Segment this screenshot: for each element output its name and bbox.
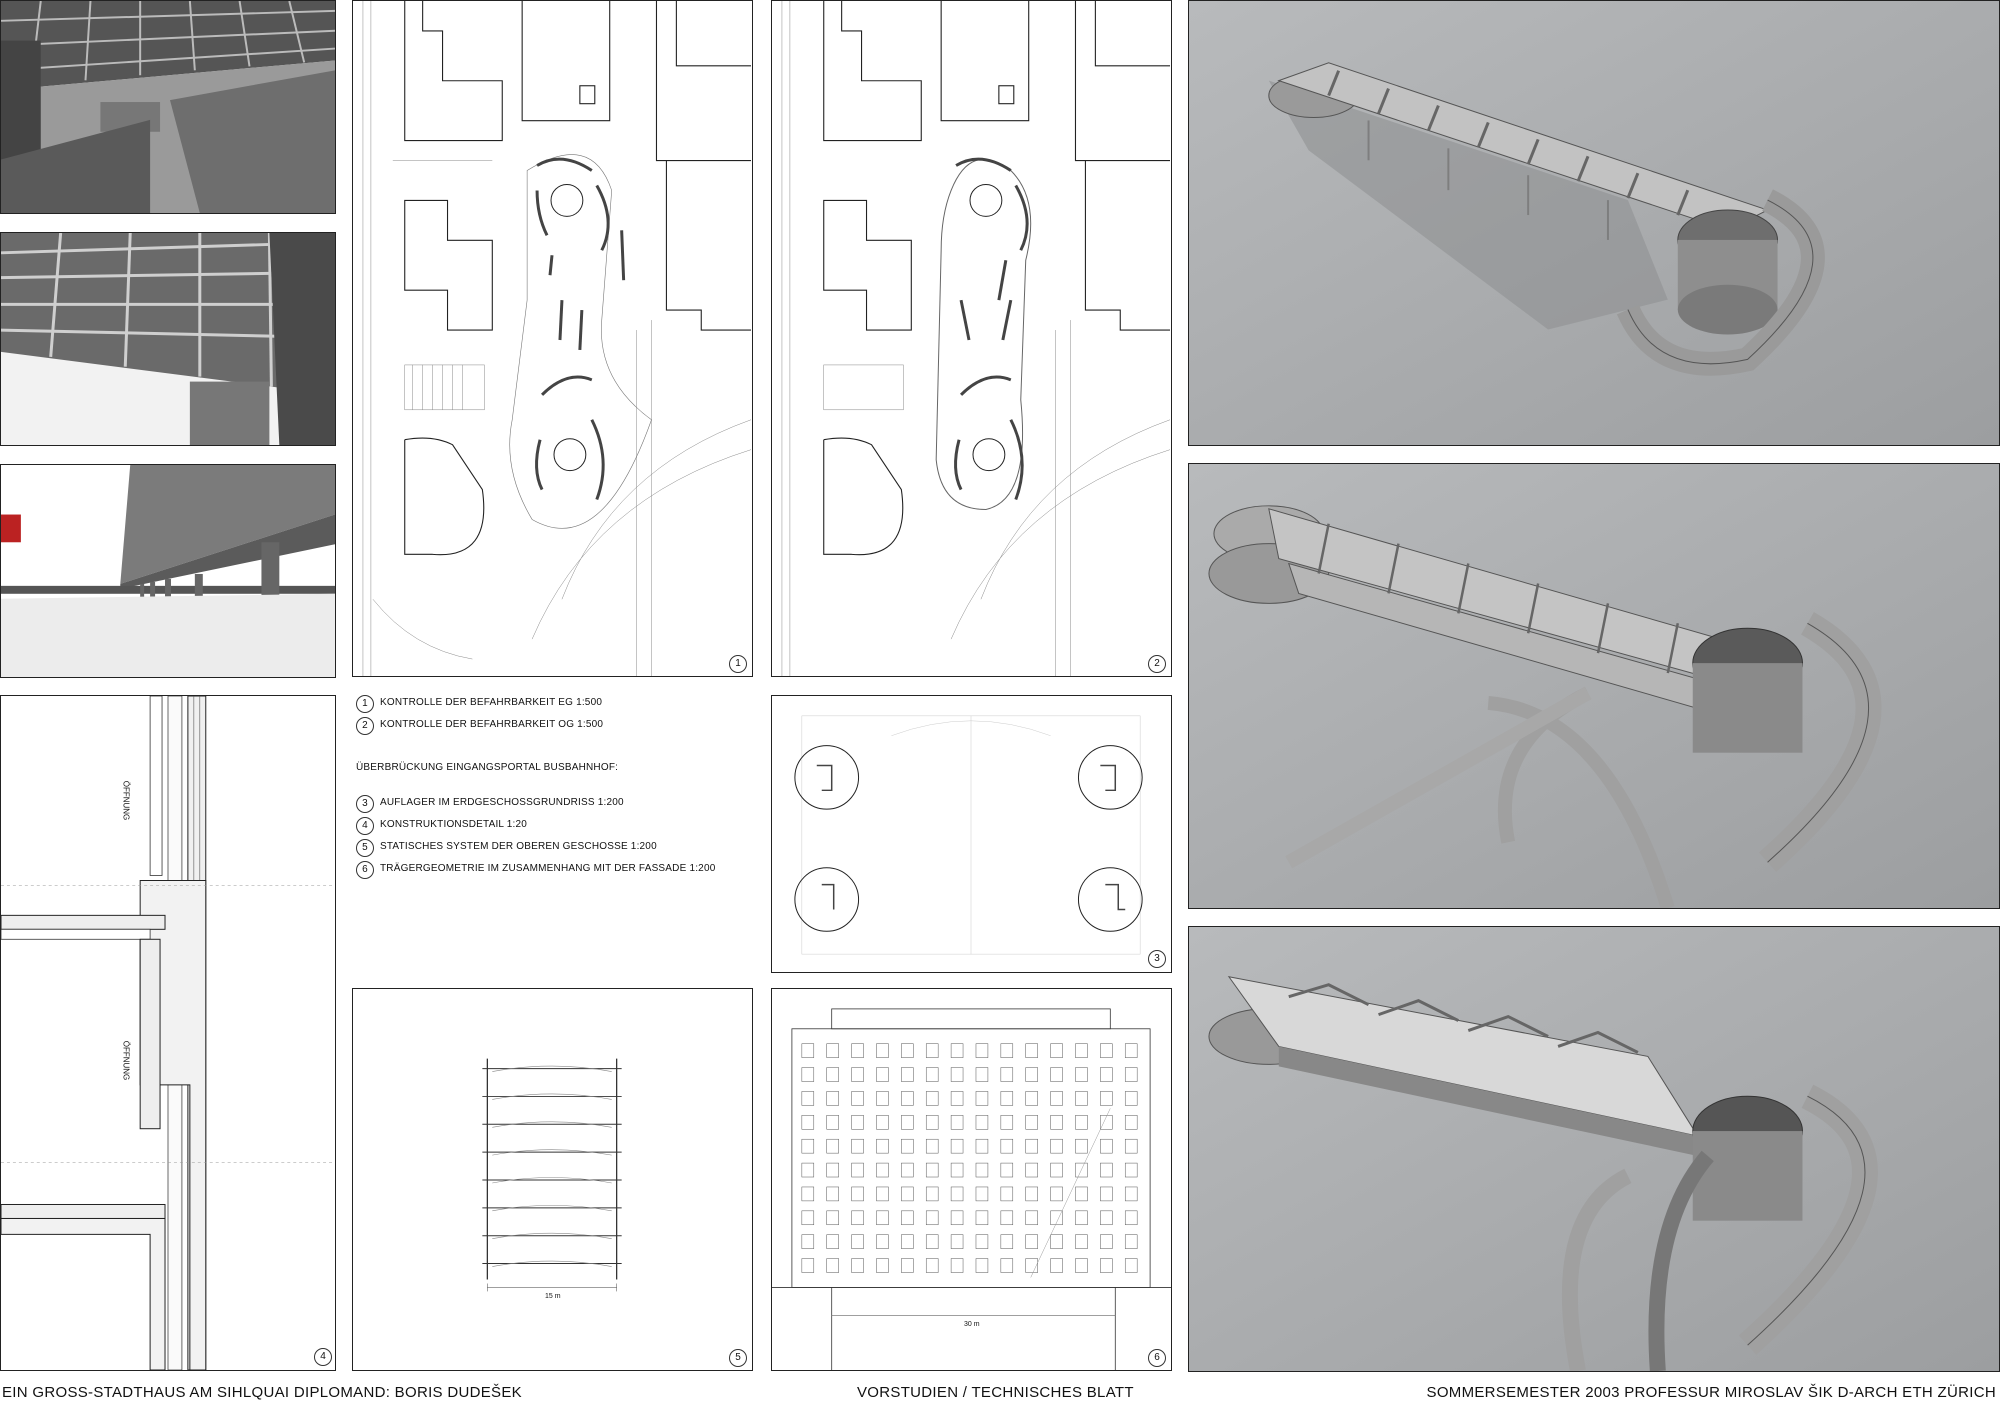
legend-text: STATISCHES SYSTEM DER OBEREN GESCHOSSE 1…: [380, 841, 657, 852]
legend-number: 5: [356, 839, 374, 857]
interior-render-top: [0, 0, 336, 214]
legend-number: 4: [356, 817, 374, 835]
legend-text: KONTROLLE DER BEFAHRBARKEIT OG 1:500: [380, 719, 604, 730]
legend-item-1: 1 KONTROLLE DER BEFAHRBARKEIT EG 1:500: [356, 694, 756, 713]
panel-number-3: 3: [1148, 950, 1166, 968]
panel-number-2: 2: [1148, 655, 1166, 673]
legend-item-4: 4 KONSTRUKTIONSDETAIL 1:20: [356, 816, 756, 835]
site-plan-ground-floor: 1: [352, 0, 753, 677]
legend-item-6: 6 TRÄGERGEOMETRIE IM ZUSAMMENHANG MIT DE…: [356, 860, 756, 879]
panel-number-1: 1: [729, 655, 747, 673]
footer-sheet-title: VORSTUDIEN / TECHNISCHES BLATT: [857, 1384, 1134, 1401]
legend-number: 3: [356, 795, 374, 813]
interior-render-middle: [0, 232, 336, 446]
panel-number-5: 5: [729, 1349, 747, 1367]
structural-section-drawing: 15 m 5: [352, 988, 753, 1371]
legend-text: TRÄGERGEOMETRIE IM ZUSAMMENHANG MIT DER …: [380, 863, 716, 874]
legend-item-2: 2 KONTROLLE DER BEFAHRBARKEIT OG 1:500: [356, 716, 756, 735]
opening-label-upper: ÖFFNUNG: [121, 780, 131, 821]
legend-heading: ÜBERBRÜCKUNG EINGANGSPORTAL BUSBAHNHOF:: [356, 762, 619, 773]
model-render-ground-level: [1188, 0, 2000, 446]
construction-detail-drawing: ÖFFNUNG ÖFFNUNG 4: [0, 695, 336, 1371]
footer-credits: SOMMERSEMESTER 2003 PROFESSUR MIROSLAV Š…: [1426, 1384, 1996, 1401]
facade-width-label: 30 m: [964, 1321, 980, 1328]
legend-number: 2: [356, 717, 374, 735]
exterior-render-colonnade: [0, 464, 336, 678]
legend-text: KONTROLLE DER BEFAHRBARKEIT EG 1:500: [380, 697, 603, 708]
section-width-label: 15 m: [545, 1293, 561, 1300]
legend-item-3: 3 AUFLAGER IM ERDGESCHOSSGRUNDRISS 1:200: [356, 794, 756, 813]
opening-label-lower: ÖFFNUNG: [121, 1040, 131, 1081]
model-render-roof-deck: [1188, 926, 2000, 1372]
legend-number: 1: [356, 695, 374, 713]
panel-number-6: 6: [1148, 1349, 1166, 1367]
legend-number: 6: [356, 861, 374, 879]
facade-elevation-drawing: 30 m 6: [771, 988, 1172, 1371]
panel-number-4: 4: [314, 1348, 332, 1366]
legend-item-5: 5 STATISCHES SYSTEM DER OBEREN GESCHOSSE…: [356, 838, 756, 857]
legend-text: KONSTRUKTIONSDETAIL 1:20: [380, 819, 528, 830]
support-plan-drawing: 3: [771, 695, 1172, 973]
footer-project-title: EIN GROSS-STADTHAUS AM SIHLQUAI DIPLOMAN…: [2, 1384, 522, 1401]
drawing-legend: 1 KONTROLLE DER BEFAHRBARKEIT EG 1:500 2…: [356, 694, 756, 882]
model-render-upper-frame: [1188, 463, 2000, 909]
legend-text: AUFLAGER IM ERDGESCHOSSGRUNDRISS 1:200: [380, 797, 624, 808]
site-plan-upper-floor: 2: [771, 0, 1172, 677]
